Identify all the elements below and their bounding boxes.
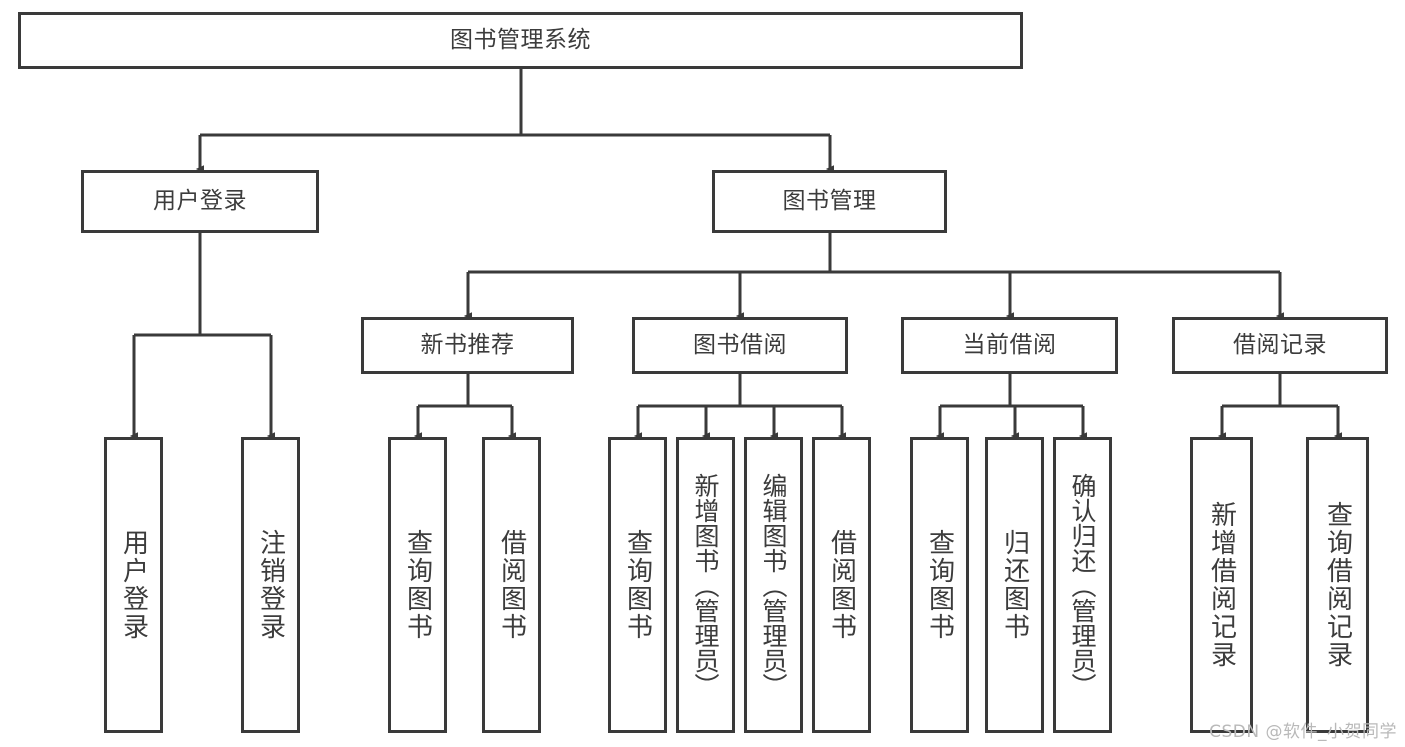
- node-label: 确认归还（管理员）: [1068, 472, 1097, 698]
- node-label: 图书管理系统: [450, 27, 591, 54]
- node-leaf-borrow-book-1: 借阅图书: [482, 437, 541, 733]
- node-root: 图书管理系统: [18, 12, 1023, 69]
- node-label: 用户登录: [153, 188, 247, 215]
- node-label: 借阅图书: [826, 529, 857, 641]
- node-label: 新增借阅记录: [1206, 501, 1237, 669]
- node-leaf-user-logout: 注销登录: [241, 437, 300, 733]
- node-leaf-query-book-3: 查询图书: [910, 437, 969, 733]
- node-label: 借阅记录: [1233, 332, 1327, 359]
- node-label: 查询借阅记录: [1322, 501, 1353, 669]
- node-book-borrow: 图书借阅: [632, 317, 848, 374]
- node-label: 查询图书: [924, 529, 955, 641]
- node-leaf-user-login: 用户登录: [104, 437, 163, 733]
- node-leaf-query-book-2: 查询图书: [608, 437, 667, 733]
- node-leaf-borrow-book-2: 借阅图书: [812, 437, 871, 733]
- watermark-text: CSDN @软件_小贺同学: [1209, 722, 1397, 742]
- node-label: 新书推荐: [420, 332, 515, 359]
- node-label: 新增图书（管理员）: [691, 472, 720, 698]
- node-leaf-query-book-1: 查询图书: [388, 437, 447, 733]
- node-label: 当前借阅: [962, 332, 1057, 359]
- node-leaf-edit-book-admin: 编辑图书（管理员）: [744, 437, 803, 733]
- node-new-book-recommend: 新书推荐: [361, 317, 574, 374]
- node-label: 编辑图书（管理员）: [759, 472, 788, 698]
- node-leaf-add-book-admin: 新增图书（管理员）: [676, 437, 735, 733]
- node-label: 查询图书: [402, 529, 433, 641]
- node-leaf-query-borrow-record: 查询借阅记录: [1306, 437, 1369, 733]
- node-label: 图书管理: [782, 188, 877, 215]
- node-label: 注销登录: [255, 529, 286, 641]
- node-leaf-return-book: 归还图书: [985, 437, 1044, 733]
- node-user-login: 用户登录: [81, 170, 319, 233]
- node-book-manage: 图书管理: [712, 170, 947, 233]
- node-label: 图书借阅: [693, 332, 787, 359]
- node-label: 查询图书: [622, 529, 653, 641]
- node-label: 借阅图书: [496, 529, 527, 641]
- node-borrow-record: 借阅记录: [1172, 317, 1388, 374]
- node-label: 用户登录: [118, 529, 149, 641]
- node-label: 归还图书: [999, 529, 1030, 641]
- node-current-borrow: 当前借阅: [901, 317, 1118, 374]
- node-leaf-confirm-return-admin: 确认归还（管理员）: [1053, 437, 1112, 733]
- node-leaf-add-borrow-record: 新增借阅记录: [1190, 437, 1253, 733]
